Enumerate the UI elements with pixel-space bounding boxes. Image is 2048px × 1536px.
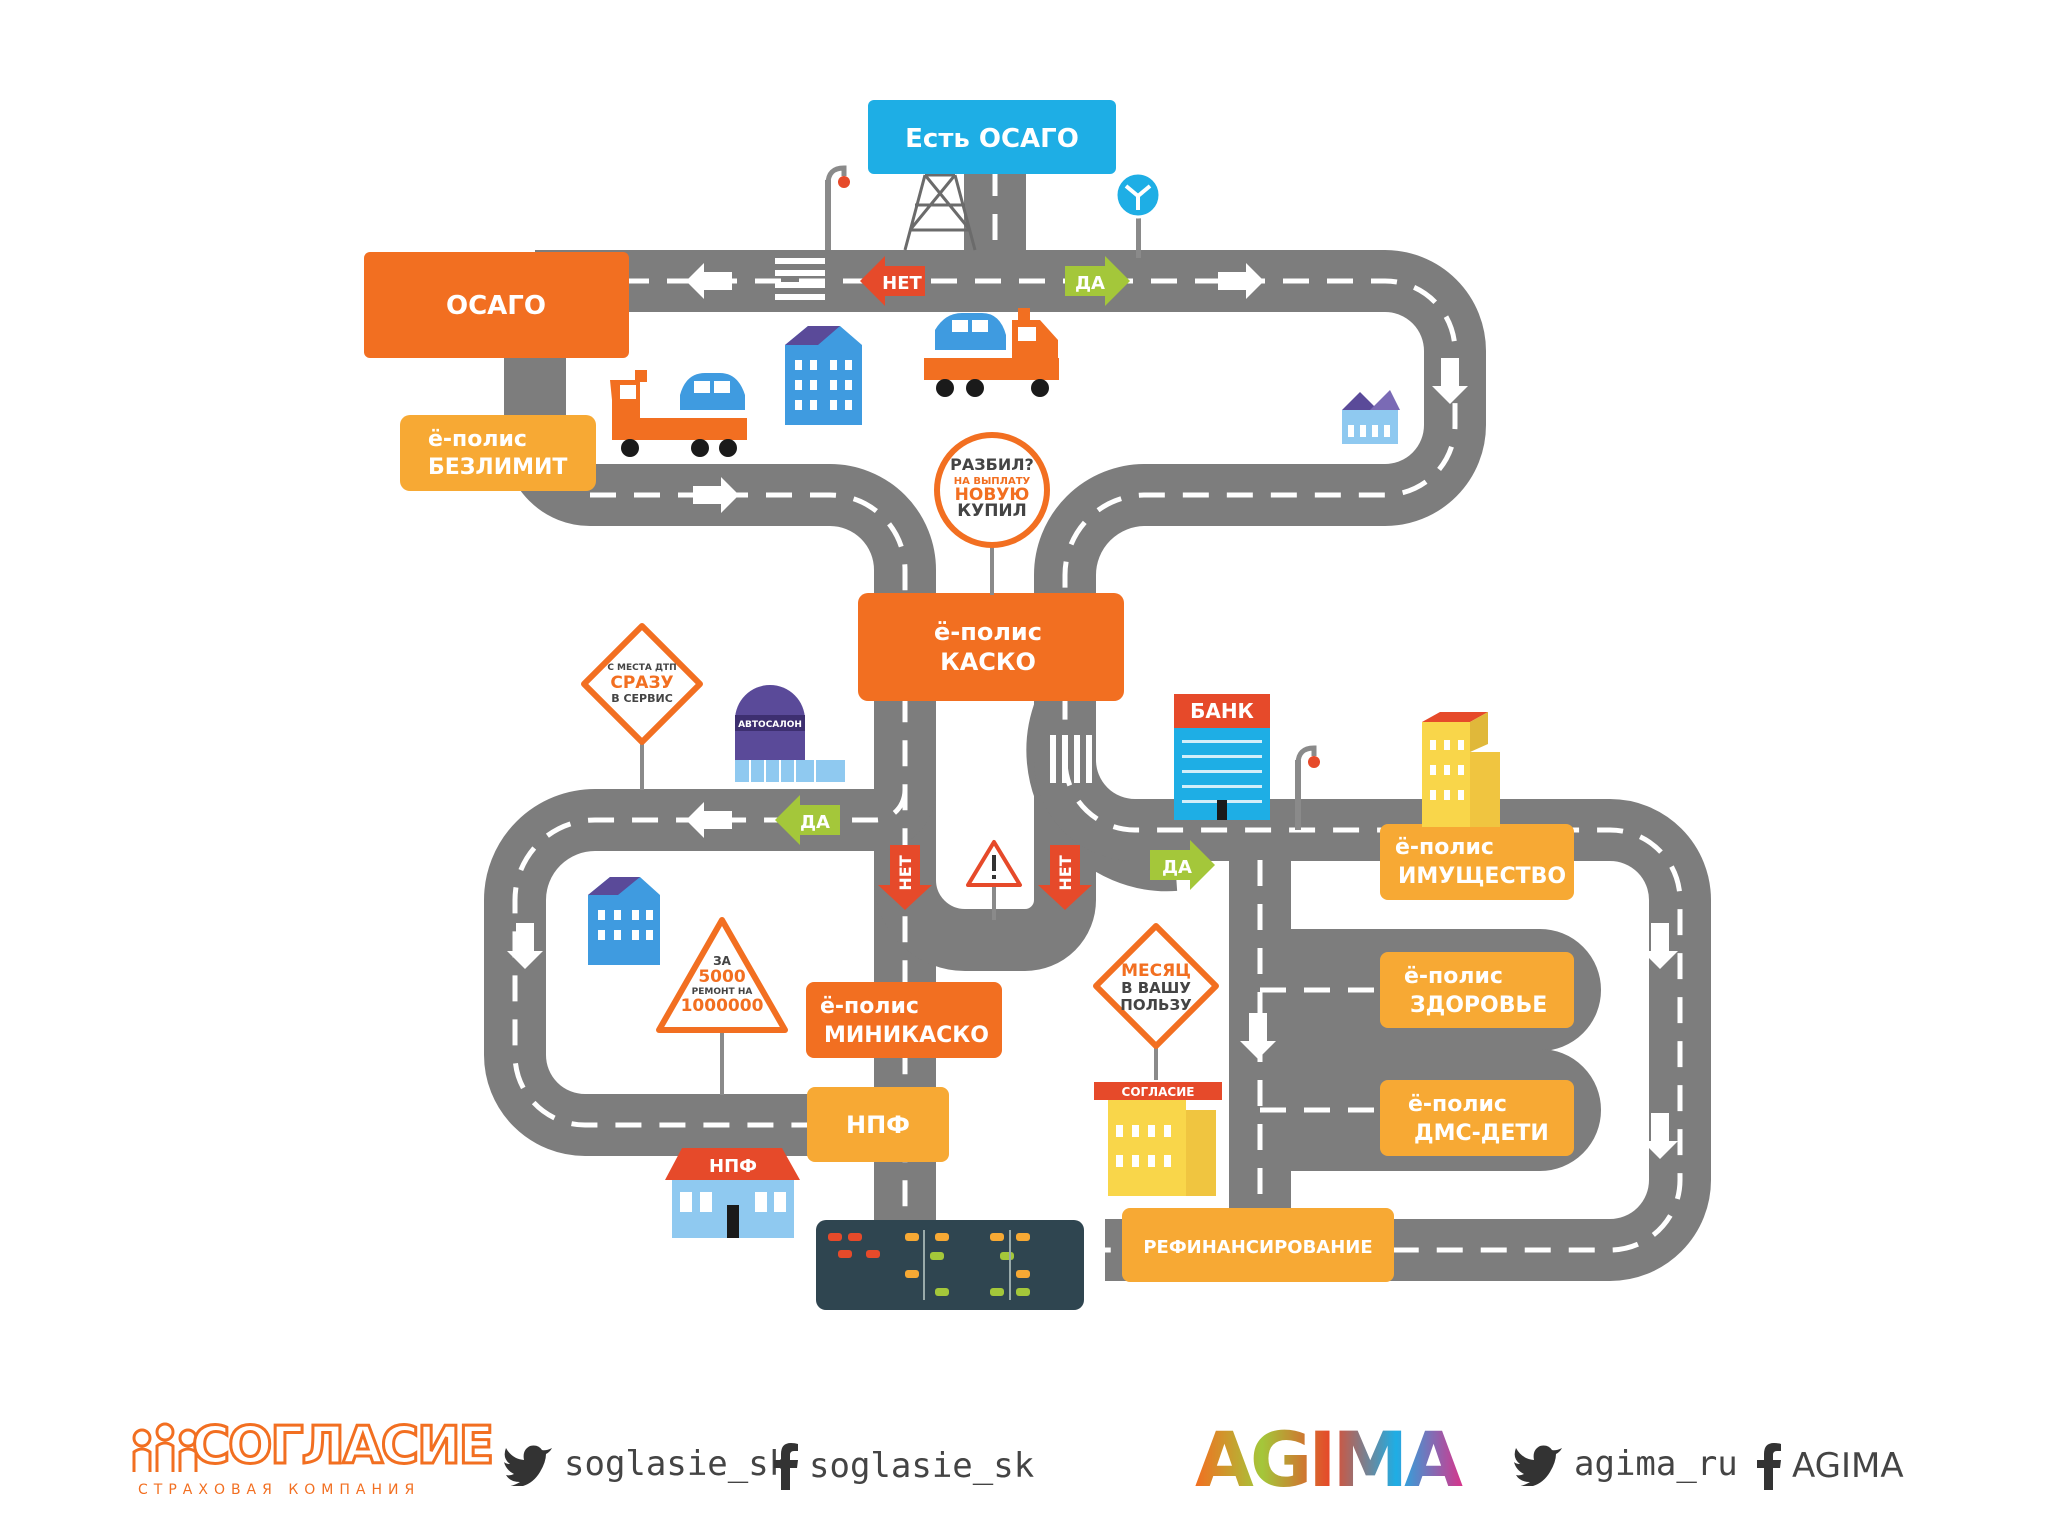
box-refin[interactable]: РЕФИНАНСИРОВАНИЕ [1122, 1208, 1394, 1282]
bank: БАНК [1174, 694, 1270, 820]
parking-lot [816, 1220, 1084, 1310]
svg-text:ИМУЩЕСТВО: ИМУЩЕСТВО [1398, 864, 1566, 889]
twitter-link-agima[interactable]: agima_ru [1512, 1442, 1738, 1486]
svg-text:В СЕРВИС: В СЕРВИС [611, 692, 673, 705]
family-icon [132, 1422, 198, 1472]
tow-truck-icon [610, 370, 747, 457]
box-minikasko[interactable]: ё-полис МИНИКАСКО [806, 982, 1002, 1058]
decision-no-top: НЕТ [860, 256, 925, 306]
twitter-icon [502, 1445, 552, 1486]
building-yellow [1422, 712, 1500, 827]
svg-text:ё-полис: ё-полис [428, 427, 527, 452]
svg-text:1000000: 1000000 [681, 996, 764, 1016]
svg-text:БАНК: БАНК [1190, 699, 1254, 723]
svg-text:РЕФИНАНСИРОВАНИЕ: РЕФИНАНСИРОВАНИЕ [1143, 1237, 1372, 1258]
svg-text:КАСКО: КАСКО [940, 648, 1036, 676]
svg-text:КУПИЛ: КУПИЛ [957, 501, 1027, 521]
box-imushchestvo[interactable]: ё-полис ИМУЩЕСТВО [1380, 824, 1574, 900]
crosswalk [775, 258, 1092, 783]
box-zdorovie[interactable]: ё-полис ЗДОРОВЬЕ [1380, 952, 1574, 1028]
sign-za-5000: ЗА 5000 РЕМОНТ НА 1000000 [656, 917, 788, 1095]
soglasie-logo-subtitle: СТРАХОВАЯ КОМПАНИЯ [138, 1482, 421, 1498]
soglasie-office: СОГЛАСИЕ [1094, 1082, 1222, 1196]
twitter-handle: agima_ru [1574, 1444, 1738, 1484]
svg-text:5000: 5000 [698, 967, 745, 987]
twitter-icon [1512, 1445, 1562, 1486]
svg-text:МИНИКАСКО: МИНИКАСКО [824, 1023, 989, 1048]
twitter-link-soglasie[interactable]: soglasie_sk [502, 1442, 789, 1486]
building-top [785, 326, 862, 425]
building-left [588, 877, 660, 965]
twitter-handle: soglasie_sk [564, 1444, 790, 1484]
svg-text:ДМС-ДЕТИ: ДМС-ДЕТИ [1414, 1121, 1549, 1146]
svg-text:ё-полис: ё-полис [1395, 835, 1494, 860]
soglasie-logo-text: СОГЛАСИЕ [190, 1415, 495, 1478]
svg-text:ДА: ДА [800, 812, 830, 833]
svg-text:ОСАГО: ОСАГО [446, 291, 546, 321]
box-kasko[interactable]: ё-полис КАСКО [858, 593, 1124, 701]
start-sign: Есть ОСАГО [868, 100, 1116, 174]
box-npf[interactable]: НПФ [807, 1087, 949, 1162]
sign-razbil: РАЗБИЛ? НА ВЫПЛАТУ НОВУЮ КУПИЛ [934, 432, 1050, 595]
decision-yes-top: ДА [1065, 256, 1130, 306]
svg-text:НПФ: НПФ [846, 1111, 910, 1139]
npf-building: НПФ [665, 1148, 800, 1238]
box-osago[interactable]: ОСАГО [364, 252, 629, 358]
facebook-handle: soglasie_sk [809, 1446, 1035, 1486]
svg-text:ё-полис: ё-полис [1404, 964, 1503, 989]
svg-text:ЗДОРОВЬЕ: ЗДОРОВЬЕ [1410, 993, 1547, 1018]
tow-truck-icon [924, 308, 1059, 397]
svg-text:ПОЛЬЗУ: ПОЛЬЗУ [1120, 996, 1192, 1014]
svg-text:СОГЛАСИЕ: СОГЛАСИЕ [1122, 1085, 1195, 1099]
box-bezlimit[interactable]: ё-полис БЕЗЛИМИТ [400, 415, 596, 491]
facebook-handle: AGIMA [1792, 1446, 1904, 1486]
decision-no-right: НЕТ [1038, 845, 1092, 910]
svg-text:МЕСЯЦ: МЕСЯЦ [1121, 961, 1191, 981]
decision-yes-left: ДА [775, 795, 840, 845]
footer: СОГЛАСИЕ СТРАХОВАЯ КОМПАНИЯ soglasie_sk … [0, 1400, 2048, 1510]
sign-srazu: С МЕСТА ДТП СРАЗУ В СЕРВИС [581, 623, 703, 790]
soglasie-logo: СОГЛАСИЕ СТРАХОВАЯ КОМПАНИЯ [130, 1415, 496, 1500]
power-tower [903, 173, 977, 251]
svg-text:ЗА: ЗА [713, 954, 732, 968]
svg-text:НПФ: НПФ [709, 1156, 757, 1177]
facebook-link-agima[interactable]: AGIMA [1756, 1442, 1904, 1490]
svg-text:ДА: ДА [1162, 857, 1192, 878]
decision-yes-right: ДА [1150, 840, 1215, 890]
svg-text:АВТОСАЛОН: АВТОСАЛОН [738, 720, 802, 730]
svg-text:В ВАШУ: В ВАШУ [1121, 979, 1191, 997]
facebook-link-soglasie[interactable]: soglasie_sk [773, 1442, 1034, 1490]
house-small [1342, 390, 1400, 444]
svg-text:НЕТ: НЕТ [882, 273, 922, 294]
svg-text:С МЕСТА ДТП: С МЕСТА ДТП [607, 663, 676, 673]
svg-text:НОВУЮ: НОВУЮ [955, 485, 1030, 505]
svg-text:ДА: ДА [1075, 273, 1105, 294]
facebook-icon [774, 1443, 798, 1490]
svg-text:БЕЗЛИМИТ: БЕЗЛИМИТ [428, 455, 567, 480]
warning-sign-icon [966, 840, 1022, 920]
autosalon: АВТОСАЛОН [735, 685, 845, 782]
decision-no-left: НЕТ [878, 845, 932, 910]
agima-logo-mark: AGIMA [1195, 1415, 1467, 1504]
svg-text:НЕТ: НЕТ [1056, 855, 1075, 890]
svg-text:Есть ОСАГО: Есть ОСАГО [905, 124, 1079, 154]
svg-text:AGIMA: AGIMA [1195, 1416, 1463, 1498]
svg-text:СРАЗУ: СРАЗУ [610, 673, 673, 693]
facebook-icon [1757, 1443, 1781, 1490]
svg-text:ё-полис: ё-полис [934, 618, 1042, 646]
agima-logo: AGIMA [1195, 1415, 1485, 1504]
box-dms-deti[interactable]: ё-полис ДМС-ДЕТИ [1380, 1080, 1574, 1156]
turn-sign-icon [1114, 171, 1162, 258]
svg-text:РЕМОНТ НА: РЕМОНТ НА [692, 987, 753, 997]
svg-text:ё-полис: ё-полис [820, 994, 919, 1019]
sign-mesyats: МЕСЯЦ В ВАШУ ПОЛЬЗУ [1093, 923, 1219, 1080]
svg-text:ё-полис: ё-полис [1408, 1092, 1507, 1117]
svg-text:НА ВЫПЛАТУ: НА ВЫПЛАТУ [954, 476, 1031, 487]
svg-text:РАЗБИЛ?: РАЗБИЛ? [950, 455, 1034, 474]
svg-text:НЕТ: НЕТ [896, 855, 915, 890]
street-lamp-icon [825, 168, 850, 250]
